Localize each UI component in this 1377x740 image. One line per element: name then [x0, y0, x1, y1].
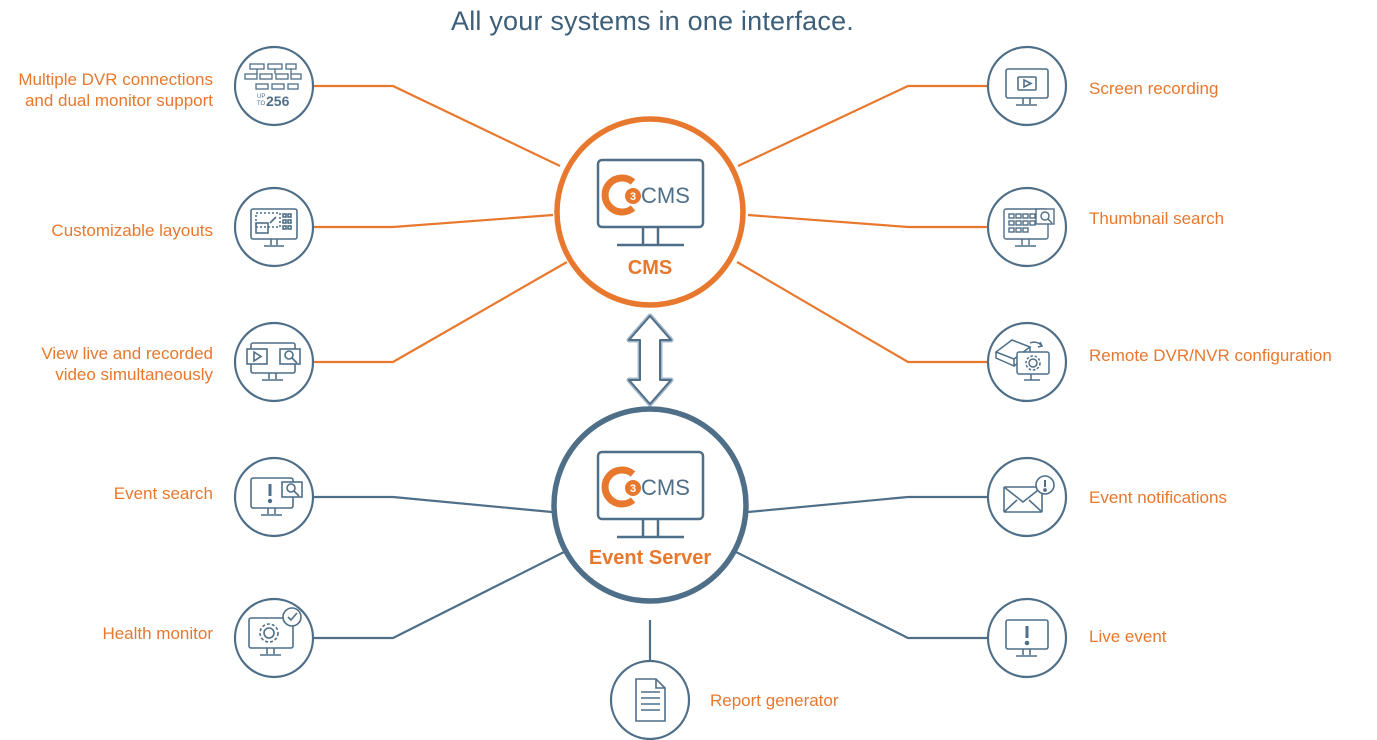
sync-arrow-icon — [626, 313, 674, 407]
feature-node-event-search — [233, 456, 315, 538]
feature-label-remote-config: Remote DVR/NVR configuration — [1089, 346, 1332, 365]
c3-logo: 3 CMS — [601, 466, 690, 508]
cms-connectors — [313, 84, 988, 364]
event-server-monitor-icon: 3 CMS — [596, 450, 705, 539]
feature-node-customizable-layouts — [233, 186, 315, 268]
live-event-icon — [1005, 619, 1049, 657]
feature-node-live-event — [986, 597, 1068, 679]
feature-node-live-recorded — [233, 321, 315, 403]
feature-node-remote-config — [986, 321, 1068, 403]
feature-label-event-notifications: Event notifications — [1089, 488, 1227, 507]
feature-label-thumbnail-search: Thumbnail search — [1089, 209, 1225, 228]
health-monitor-icon — [248, 607, 302, 656]
event-search-icon — [250, 477, 303, 516]
feature-label-event-search: Event search — [113, 484, 213, 503]
live-recorded-icon — [246, 342, 301, 381]
feature-label-customizable-layouts: Customizable layouts — [51, 221, 213, 240]
svg-text:256: 256 — [266, 93, 290, 109]
feature-node-screen-recording — [986, 45, 1068, 127]
svg-text:3: 3 — [630, 483, 636, 495]
feature-label-health-monitor: Health monitor — [102, 624, 213, 643]
feature-node-health-monitor — [233, 597, 315, 679]
svg-text:3: 3 — [630, 191, 636, 203]
event-server-hub: 3 CMS Event Server — [551, 406, 749, 604]
c3-logo: 3 CMS — [601, 174, 690, 216]
svg-text:CMS: CMS — [641, 183, 690, 208]
svg-text:CMS: CMS — [641, 475, 690, 500]
feature-label-multi-dvr: Multiple DVR connections and dual monito… — [18, 70, 213, 110]
screen-recording-icon — [1005, 68, 1049, 106]
cms-monitor-icon: 3 CMS — [596, 158, 705, 247]
layout-monitor-icon — [250, 208, 298, 247]
feature-label-screen-recording: Screen recording — [1089, 79, 1219, 98]
page-title: All your systems in one interface. — [451, 6, 854, 36]
feature-label-live-event: Live event — [1089, 627, 1167, 646]
cms-label: CMS — [628, 257, 672, 279]
svg-text:TO: TO — [257, 101, 266, 107]
report-icon — [635, 678, 666, 722]
feature-label-report-generator: Report generator — [710, 691, 839, 710]
feature-node-multi-dvr: UP TO 256 — [233, 45, 315, 127]
feature-node-event-notifications — [986, 456, 1068, 538]
event-server-connectors — [313, 495, 988, 660]
feature-node-thumbnail-search — [986, 186, 1068, 268]
remote-config-icon — [994, 339, 1050, 381]
svg-text:UP: UP — [257, 94, 265, 100]
feature-label-live-recorded: View live and recorded video simultaneou… — [41, 344, 213, 384]
event-server-label: Event Server — [589, 547, 712, 569]
thumbnail-search-icon — [1003, 208, 1055, 247]
feature-node-report-generator — [609, 659, 691, 740]
cms-hub: 3 CMS CMS — [554, 116, 746, 308]
event-notification-icon — [1003, 475, 1055, 513]
multi-dvr-icon — [244, 63, 302, 90]
